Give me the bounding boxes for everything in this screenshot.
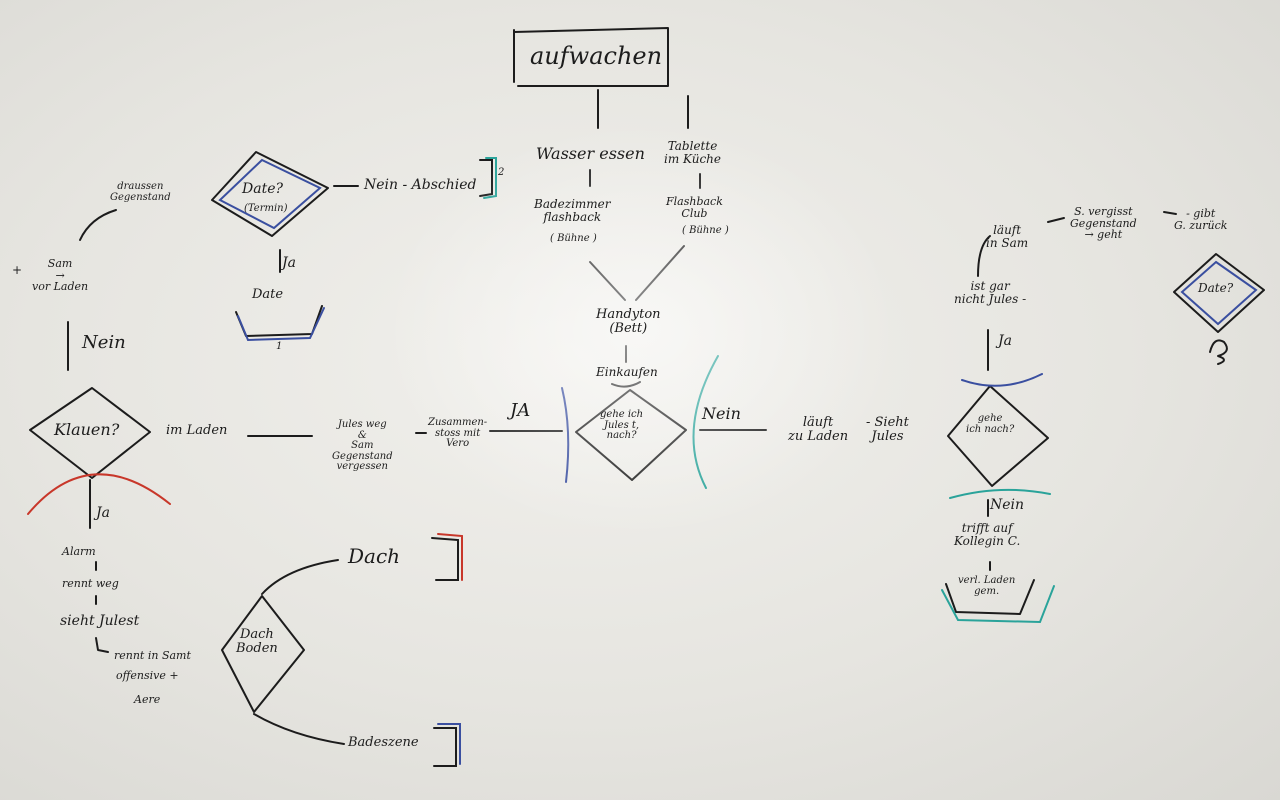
bracket-dach [431, 537, 459, 581]
decision-diamond-klauen [29, 387, 151, 479]
bracket-nein-abschied [479, 159, 493, 197]
connector-sieht-rennt [95, 637, 109, 653]
node-badezimmer-buehne: ( Bühne ) [550, 233, 597, 244]
node-date-right: Date? [1198, 281, 1234, 295]
label-nein-center: Nein [702, 404, 741, 423]
label-nein-right: Nein [990, 497, 1025, 513]
node-aufwachen: aufwachen [530, 42, 663, 70]
node-rennt-weg: rennt weg [62, 577, 119, 590]
node-gehe-ich-jules: gehe ich Jules t, nach? [600, 409, 644, 441]
node-klauen: Klauen? [54, 420, 120, 439]
date-bucket [235, 305, 323, 337]
node-vorl-laden: verl. Laden gem. [958, 575, 1016, 597]
node-aere: Aere [134, 693, 161, 706]
blue-bracket-date-termin-inner [218, 158, 322, 230]
label-ja-date: Ja [282, 255, 296, 271]
connector-ist-laeuft [977, 235, 991, 277]
node-sieht-jules: - Sieht Jules [866, 415, 909, 444]
blue-bracket-badeszene [437, 723, 461, 765]
node-handy-bett: Handyton (Bett) [596, 307, 661, 336]
decision-diamond-right [947, 385, 1049, 487]
node-einkaufen: Einkaufen [596, 365, 658, 379]
connector-dach [261, 559, 339, 595]
decision-diamond-date-right [1173, 253, 1265, 333]
connector-badezimmer-handy [589, 261, 626, 301]
blue-left-paren-center [561, 387, 570, 483]
node-tablette-kueche: Tablette im Küche [664, 139, 722, 166]
node-club-buehne: ( Bühne ) [682, 225, 729, 236]
node-date-termin-sub: (Termin) [244, 203, 288, 214]
decision-diamond-dach-boden [221, 595, 305, 713]
connector-badeszene [253, 713, 345, 745]
node-rennt-in: rennt in Samt [114, 649, 191, 662]
bracket-num-2: 2 [498, 167, 505, 178]
node-date-termin: Date? [242, 181, 283, 197]
teal-arc-right-bottom [949, 488, 1051, 499]
blue-arc-right-top [961, 373, 1043, 387]
connector-club-handy [635, 245, 685, 301]
connector-sam-draussen [79, 209, 117, 241]
node-badeszene: Badeszene [348, 735, 419, 750]
node-s-vergisst: S. vergisst Gegenstand → geht [1070, 205, 1137, 242]
node-draussen-gegenstand: draussen Gegenstand [110, 181, 171, 203]
node-alarm: Alarm [62, 545, 96, 558]
node-zusammenstoss: Zusammen- stoss mit Vero [428, 417, 488, 449]
teal-right-bucket [941, 585, 1055, 624]
node-gibt-zurueck: - gibt G. zurück [1174, 207, 1228, 232]
node-sieht-julest: sieht Julest [60, 613, 140, 629]
node-nein-abschied: Nein - Abschied [364, 177, 477, 193]
connector-laeuft-vergisst [1047, 217, 1065, 223]
node-im-laden: im Laden [166, 423, 228, 438]
label-ja-klauen: Ja [96, 505, 110, 521]
node-dach: Dach [348, 544, 401, 568]
decision-diamond-date-termin [211, 151, 329, 237]
node-date-box-num: 1 [276, 341, 283, 352]
node-dach-boden: Dach Boden [236, 627, 278, 656]
node-laeuft-laden: läuft zu Laden [788, 415, 849, 444]
node-gehe-ich-nach: gehe ich nach? [966, 413, 1015, 435]
node-sam-vorladen: Sam → vor Laden [32, 257, 89, 294]
bracket-badeszene [433, 727, 457, 767]
node-wasser-essen: Wasser essen [536, 144, 645, 163]
blue-date-bucket [237, 307, 325, 342]
connector-vergisst-gibt [1163, 211, 1177, 215]
node-laeuft-in-sam: läuft in Sam [986, 223, 1029, 250]
aufwachen-box [513, 27, 669, 87]
label-ja-right: Ja [998, 333, 1012, 349]
node-flashback-club: Flashback Club [666, 195, 723, 220]
mark-plus: + [12, 263, 23, 277]
node-jules-weg: Jules weg & Sam Gegenstand vergessen [332, 419, 393, 472]
connector-einkaufen-arrow [611, 381, 641, 388]
red-arc-klauen [27, 473, 171, 515]
node-ist-gar-nicht: ist gar nicht Jules - [954, 279, 1027, 306]
label-nein-left: Nein [82, 332, 126, 353]
node-trifft-auf: trifft auf Kollegin C. [954, 521, 1021, 548]
node-date-right-num: 2 [1252, 344, 1258, 355]
node-date-box: Date [252, 287, 284, 302]
right-bucket [945, 579, 1035, 615]
date-right-num-circle [1209, 339, 1228, 365]
node-offensive: offensive + [116, 669, 179, 682]
blue-date-right-inner [1180, 260, 1258, 326]
teal-bracket-nein-abschied [483, 157, 497, 199]
node-badezimmer-flashback: Badezimmer flashback [534, 197, 611, 224]
label-ja-center: JA [510, 400, 531, 421]
